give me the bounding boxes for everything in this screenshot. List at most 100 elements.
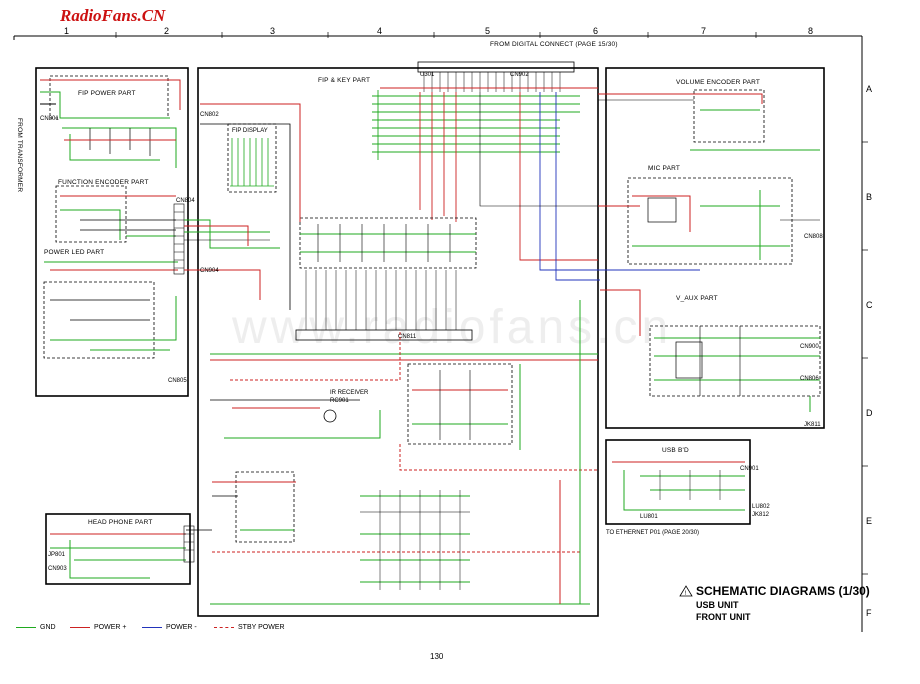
function-encoder-label: FUNCTION ENCODER PART (58, 179, 149, 186)
row-label-f: F (866, 608, 872, 618)
watermark: www.radiofans.cn (232, 301, 673, 354)
ref-cn901: CN901 (740, 466, 759, 472)
v-aux-label: V_AUX PART (676, 295, 718, 302)
title-front-unit: FRONT UNIT (696, 612, 751, 622)
digital-bus-wires (372, 72, 600, 281)
usb-bd-label: USB B'D (662, 447, 689, 454)
usb-board-frame (605, 439, 751, 525)
mic-block (627, 177, 793, 265)
stby-block (407, 363, 513, 445)
power-led-block (43, 281, 155, 359)
fip-power-label: FIP POWER PART (78, 90, 136, 97)
column-ruler (115, 32, 757, 38)
row-label-d: D (866, 408, 873, 418)
from-transformer-label: FROM TRANSFORMER (16, 118, 23, 192)
legend-gnd-line (16, 626, 36, 628)
ref-lu802: LU802 (752, 504, 770, 510)
mic-label: MIC PART (648, 165, 680, 172)
ref-jk812: JK812 (752, 512, 770, 518)
head-phone-wires (50, 529, 212, 579)
center-board-frame (197, 67, 599, 617)
left-connector-strip (173, 203, 185, 275)
legend-stby-text: STBY POWER (238, 623, 285, 631)
row-label-a: A (866, 84, 872, 94)
fip-display-label: FIP DISPLAY (232, 128, 268, 134)
ref-cn811: CN811 (398, 334, 417, 340)
fip-key-label: FIP & KEY PART (318, 77, 370, 84)
head-phone-connector (183, 525, 195, 563)
ir-receiver-label: IR RECEIVER (330, 390, 369, 396)
ref-cn903: CN903 (48, 566, 67, 572)
power-led-label: POWER LED PART (44, 249, 104, 256)
ref-u301: U301 (420, 72, 435, 78)
row-ruler (862, 141, 868, 575)
fip-connector-strip (295, 329, 473, 341)
right-board-frame (605, 67, 825, 429)
volume-encoder-label: VOLUME ENCODER PART (676, 79, 760, 86)
column-label-4: 4 (377, 26, 382, 36)
legend-stby: STBY POWER (214, 622, 285, 632)
center-connector-wires (184, 219, 598, 381)
ref-jp801: JP801 (48, 552, 66, 558)
ref-jk811: JK811 (804, 422, 821, 428)
mic-wires (598, 190, 820, 271)
sheet-frame (13, 35, 863, 632)
ref-cn808: CN808 (804, 234, 823, 240)
v-aux-wires (600, 289, 820, 412)
legend-power-plus-text: POWER + (94, 623, 127, 631)
legend-gnd: GND (16, 622, 56, 632)
from-digital-label: FROM DIGITAL CONNECT (PAGE 15/30) (490, 41, 618, 48)
column-label-3: 3 (270, 26, 275, 36)
head-phone-label: HEAD PHONE PART (88, 519, 153, 526)
legend-gnd-text: GND (40, 623, 56, 631)
ref-cn806: CN806 (800, 376, 819, 382)
ref-cn804: CN804 (176, 198, 195, 204)
ref-cn805: CN805 (168, 378, 187, 384)
ref-cn802: CN802 (200, 112, 219, 118)
legend-power-plus-line (70, 626, 90, 628)
title-main: SCHEMATIC DIAGRAMS (1/30) (696, 584, 870, 598)
lower-center-wires (210, 300, 590, 605)
function-encoder-block (55, 185, 127, 243)
page-number: 130 (430, 652, 444, 661)
column-label-8: 8 (808, 26, 813, 36)
svg-text:!: ! (685, 591, 687, 597)
volume-encoder-wires (598, 93, 820, 151)
legend-power-minus: POWER - (142, 622, 197, 632)
ref-cn902: CN902 (510, 72, 529, 78)
column-label-2: 2 (164, 26, 169, 36)
row-label-c: C (866, 300, 873, 310)
fip-display-grid (230, 138, 274, 187)
column-label-1: 1 (64, 26, 69, 36)
row-label-b: B (866, 192, 872, 202)
head-phone-board-frame (45, 513, 191, 585)
key-matrix-wires (200, 103, 476, 310)
caution-triangle-icon: ! (679, 585, 693, 597)
legend-power-plus: POWER + (70, 622, 126, 632)
fip-power-block (49, 75, 169, 119)
usb-wires (612, 461, 745, 511)
column-label-5: 5 (485, 26, 490, 36)
site-logo: RadioFans.CN (60, 6, 166, 25)
column-label-7: 7 (701, 26, 706, 36)
fip-vertical-bus (305, 270, 457, 330)
key-matrix-block (299, 217, 477, 269)
legend-power-minus-line (142, 626, 162, 628)
ref-lu801: LU801 (640, 514, 658, 520)
digital-connector (417, 61, 575, 73)
volume-encoder-block (693, 89, 765, 143)
left-board-frame (35, 67, 189, 397)
fip-display-block (227, 123, 277, 193)
legend-power-minus-text: POWER - (166, 623, 197, 631)
ref-cn904: CN904 (200, 268, 219, 274)
power-led-wires (44, 261, 178, 351)
title-usb-unit: USB UNIT (696, 600, 739, 610)
row-label-e: E (866, 516, 872, 526)
legend-stby-line (214, 626, 234, 628)
column-label-6: 6 (593, 26, 598, 36)
function-encoder-wires (60, 195, 176, 240)
v-aux-block (649, 325, 821, 397)
ref-cn900: CN900 (800, 344, 819, 350)
ir-receiver-wires (210, 399, 381, 439)
